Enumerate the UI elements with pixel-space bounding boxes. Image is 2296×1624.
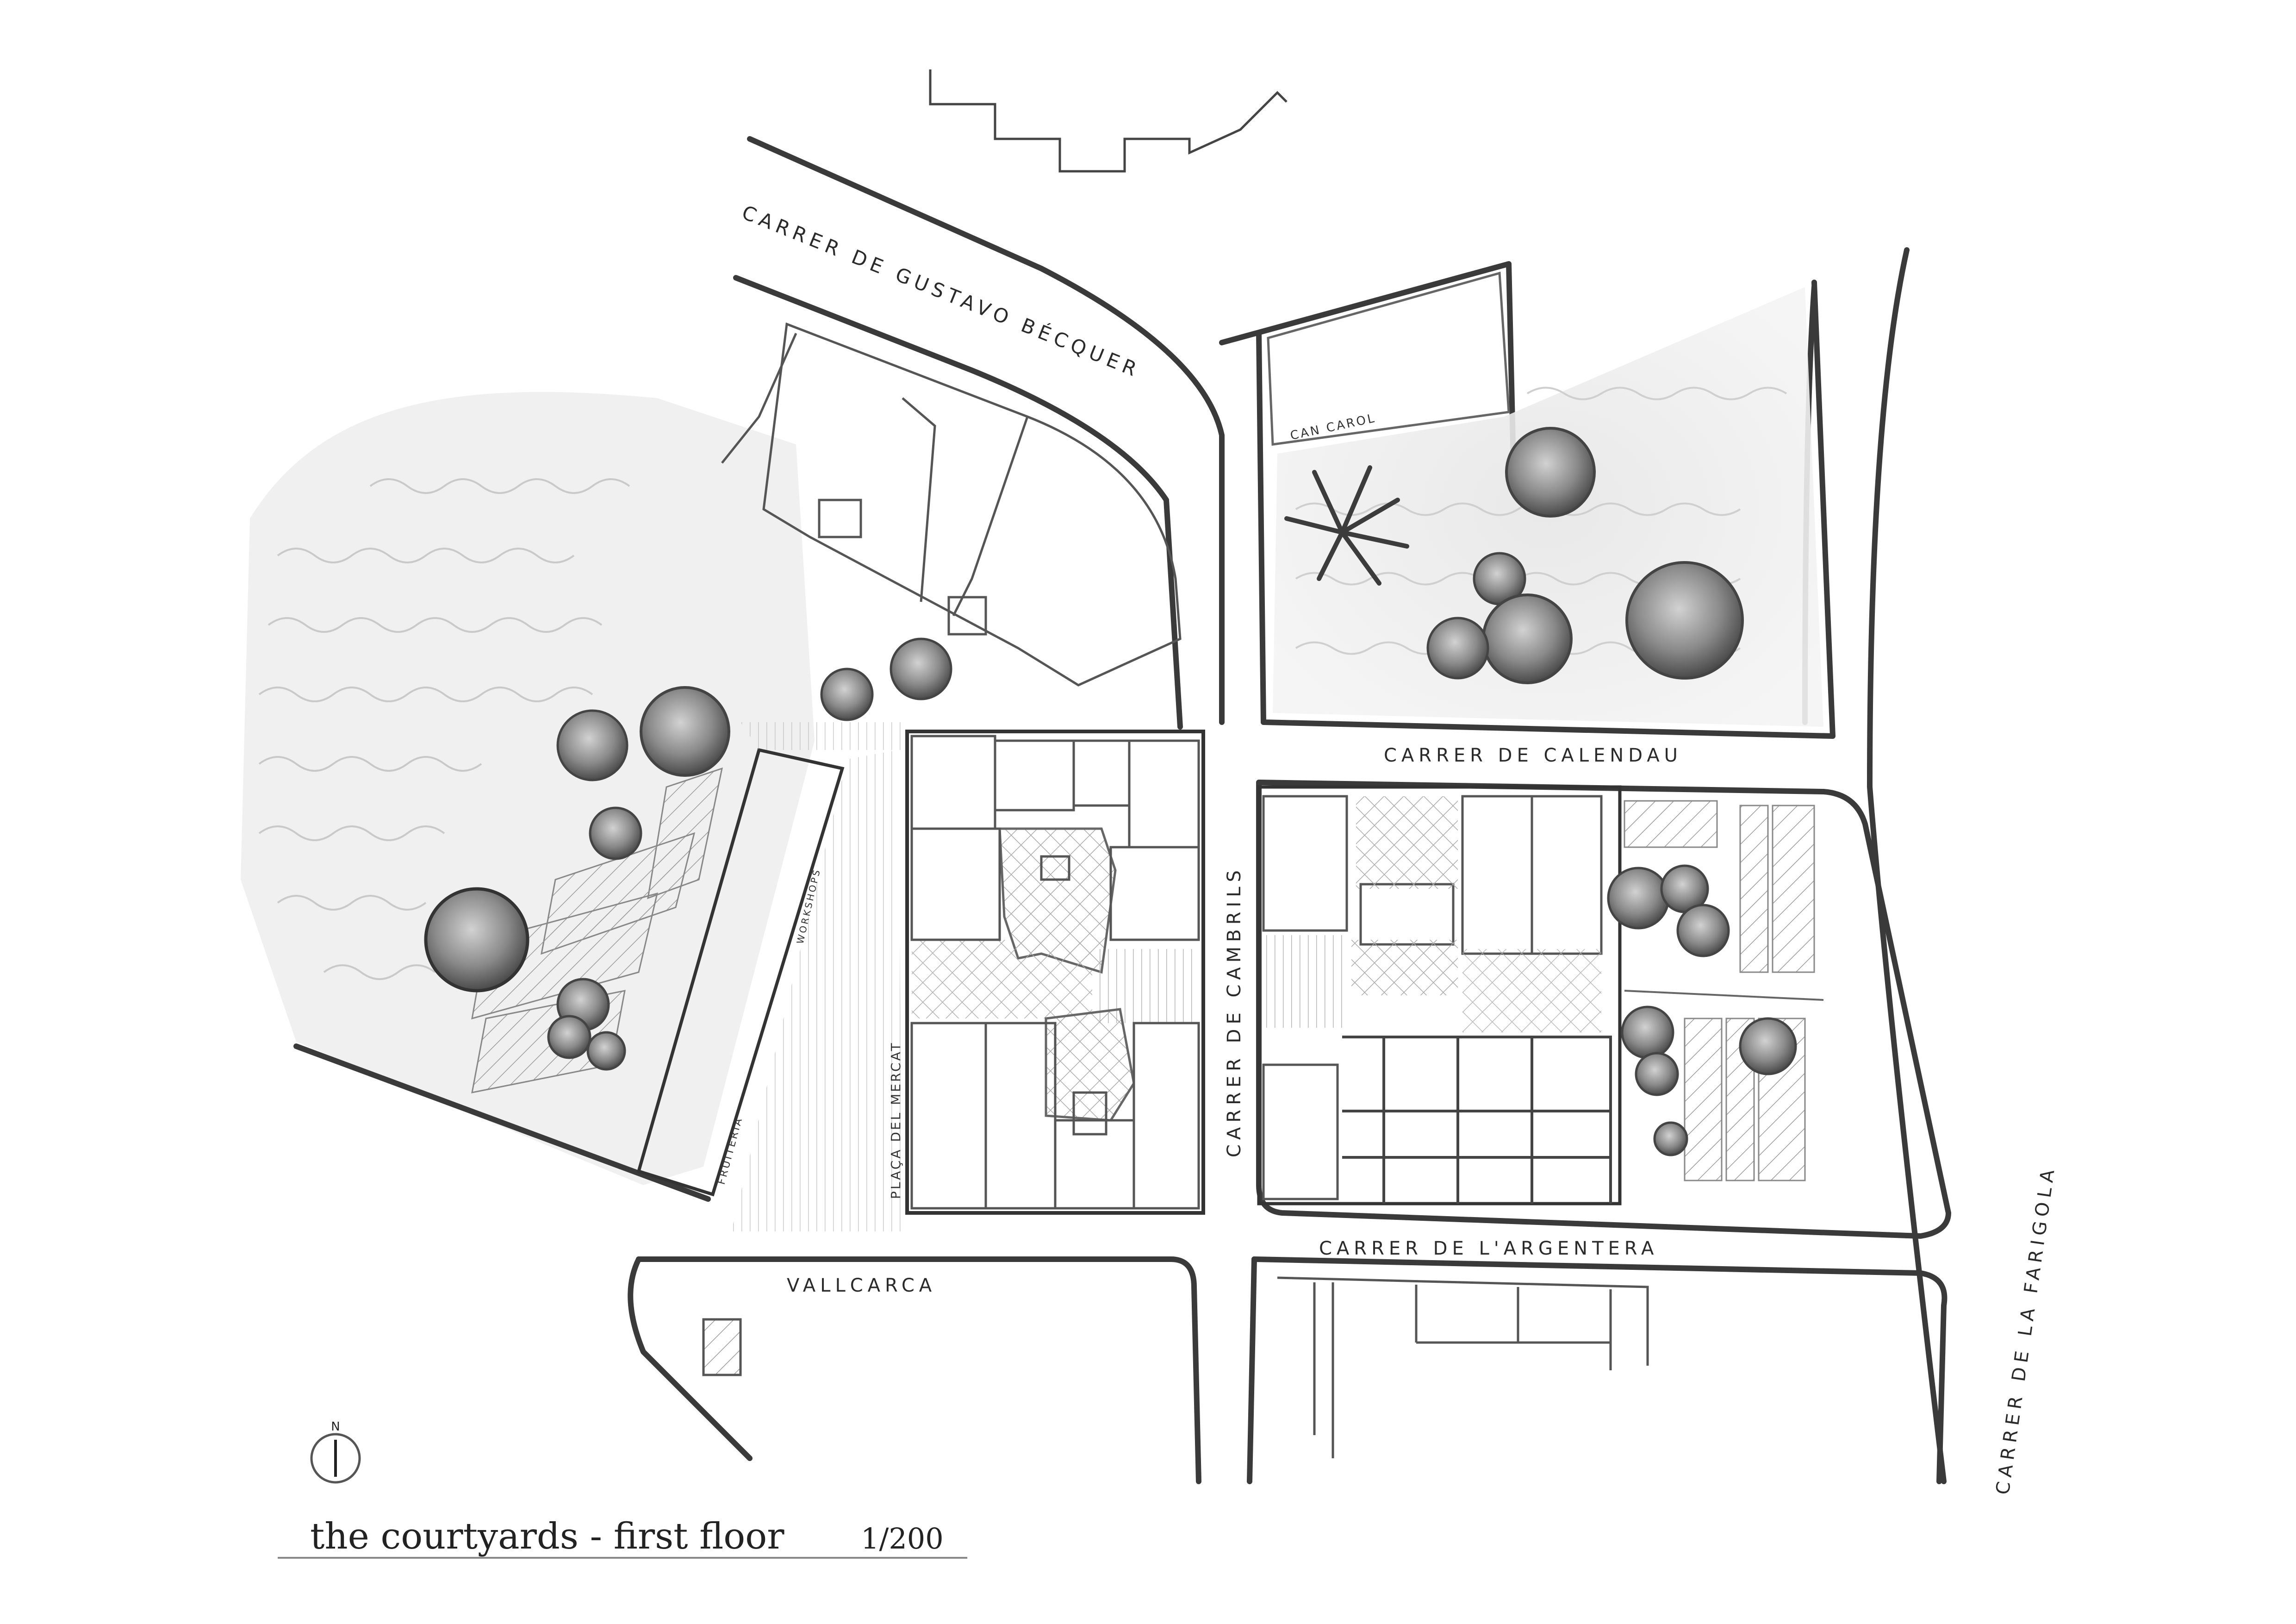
tree-icon [890,637,952,700]
tree-icon [556,709,628,781]
tree-icon [1482,593,1573,684]
tree-icon [1653,1121,1688,1156]
tree-icon [1635,1052,1679,1096]
tree-icon [1621,1006,1674,1059]
tree-icon [1505,427,1596,518]
place-label-placa-mercat: PLAÇA DEL MERCAT [888,1041,903,1199]
workshop-strip [636,722,902,1231]
street-label-cambrils: CARRER DE CAMBRILS [1224,866,1245,1157]
street-label-farigola: CARRER DE LA FARIGOLA [1992,1164,2059,1496]
tree-icon [589,806,642,860]
north-label: N [331,1420,340,1434]
drawing-title: the courtyards - first floor [310,1516,784,1557]
tree-icon [640,686,730,777]
tree-icon [1426,617,1489,680]
title-block: the courtyards - first floor 1/200 [278,1516,967,1559]
palm-tree-icon [1284,465,1409,586]
tree-icon [586,1031,626,1071]
courtyard-block-east [1257,785,1824,1206]
tree-icon [1676,904,1730,957]
tree-icon [1625,561,1744,680]
tree-icon [820,668,874,721]
label-fruiteria: FRUITERIA [716,1116,745,1186]
park-can-carol [1267,271,1823,727]
hillside-vegetation [241,392,815,1185]
drawing-scale: 1/200 [861,1522,944,1555]
north-arrow: N [310,1420,361,1484]
tree-icon [1739,1017,1797,1075]
tree-icon [547,1015,591,1059]
lower-blocks [702,1276,1649,1458]
zigzag-fragment [929,69,1288,173]
courtyard-block-west [905,730,1205,1215]
street-label-argentera: CARRER DE L'ARGENTERA [1319,1238,1658,1259]
tree-icon [1607,867,1670,930]
place-label-vallcarca: VALLCARCA [787,1275,936,1296]
garden-west [424,637,952,1093]
label-can-carol: CAN CAROL [1289,411,1377,443]
upper-buildings [721,322,1182,687]
street-label-calendau: CARRER DE CALENDAU [1384,745,1682,766]
tree-icon [424,887,529,993]
